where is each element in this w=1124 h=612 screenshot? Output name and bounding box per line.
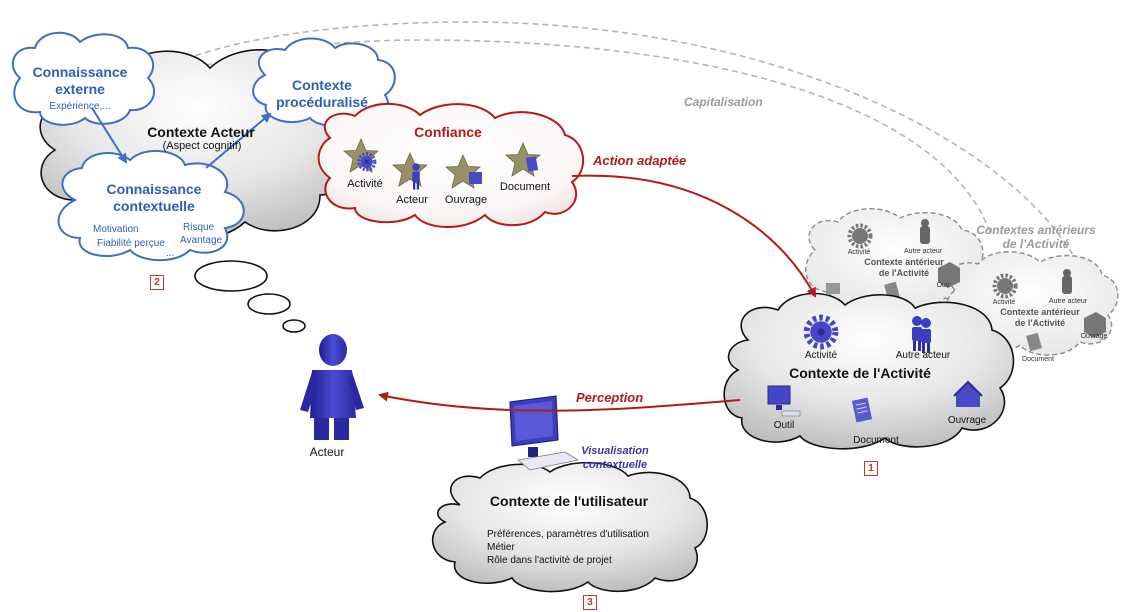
tool-computer-icon [767, 385, 801, 417]
previous-activity-gear-icon-2 [997, 278, 1013, 294]
previous-structure-icon [938, 262, 960, 288]
visualisation-label-line2: contextuelle [582, 459, 648, 471]
previous-item-document-2: Document [1022, 356, 1054, 363]
activity-context-item-document: Document [853, 435, 899, 446]
previous-other-actor-icon [920, 226, 930, 244]
actor-context-title: Contexte Acteur [147, 124, 255, 140]
trust-item-activity: Activité [347, 178, 383, 190]
visualisation-label: Visualisation contextuelle [581, 444, 648, 472]
activity-context-item-tool: Outil [773, 420, 795, 431]
activity-context-item-activity: Activité [804, 350, 838, 361]
contextual-title-line1: Connaissance [106, 181, 202, 197]
structure-cube-icon [469, 172, 482, 184]
trust-cloud [317, 102, 585, 228]
actor-label: Acteur [309, 445, 345, 459]
external-knowledge-title: Connaissance externe [33, 64, 128, 98]
previous-item-activity-2: Activité [992, 299, 1016, 306]
previous-contexts-line2: de l'Activité [1002, 237, 1070, 251]
actor-context-subtitle: (Aspect cognitif) [162, 140, 242, 152]
previous-tool-icon [826, 283, 840, 294]
thought-bubble-medium [247, 293, 291, 315]
contextual-item-ellipsis: ... [166, 248, 175, 259]
previous-document-icon-2 [1026, 332, 1042, 352]
previous-context-2-title-line2: de l'Activité [1014, 318, 1066, 328]
contextual-item-risk: Risque [183, 222, 215, 233]
contextual-to-proceduralized-arrow [205, 112, 272, 169]
trust-title: Confiance [414, 124, 482, 140]
capitalisation-arrow-2 [159, 21, 1091, 291]
previous-other-actor-icon-2 [1062, 276, 1072, 294]
user-context-item-job: Métier [487, 542, 515, 553]
previous-context-title-line1: Contexte antérieur [864, 257, 944, 267]
previous-contexts-label: Contextes antérieurs de l'Activité [976, 223, 1095, 251]
activity-context-item-structure: Ouvrage [947, 415, 987, 426]
external-knowledge-cloud [11, 31, 155, 126]
capitalisation-label: Capitalisation [684, 95, 763, 109]
number-tag-2: 2 [150, 275, 164, 290]
proceduralized-context-title: Contexte procéduralisé [276, 77, 368, 111]
actor-figure-icon [300, 334, 364, 440]
external-knowledge-title-line1: Connaissance [32, 64, 128, 80]
previous-structure-icon-2 [1084, 312, 1106, 338]
contextual-knowledge-title: Connaissance contextuelle [107, 181, 202, 215]
previous-item-other-actor: Autre acteur [903, 248, 943, 255]
contextual-item-advantage: Avantage [180, 235, 223, 246]
thought-bubble-small [282, 319, 306, 333]
proceduralized-title-line1: Contexte [292, 77, 352, 93]
action-adapted-arrow [571, 174, 816, 298]
thought-bubble-large [194, 260, 268, 292]
action-adapted-label: Action adaptée [593, 153, 687, 168]
activity-context-cloud [723, 292, 1015, 450]
proceduralized-title-line2: procéduralisé [276, 94, 368, 110]
user-context-cloud [431, 461, 708, 593]
trust-item-actor: Acteur [396, 194, 428, 206]
previous-context-title: Contexte antérieur de l'Activité [864, 257, 944, 279]
previous-item-structure-2: Ouvrage [1080, 333, 1108, 340]
number-tag-1: 1 [864, 461, 878, 476]
contextual-title-line2: contextuelle [113, 198, 195, 214]
activity-context-title: Contexte de l'Activité [789, 365, 931, 381]
previous-item-structure-short: Ouv [936, 282, 950, 289]
external-to-contextual-arrow [91, 107, 128, 164]
previous-context-title-2: Contexte antérieur de l'Activité [1000, 307, 1080, 329]
visualisation-label-line1: Visualisation [581, 445, 649, 457]
previous-contexts-line1: Contextes antérieurs [976, 223, 1096, 237]
perception-label: Perception [576, 390, 644, 405]
activity-context-item-other-actor: Autre acteur [895, 350, 951, 361]
number-tag-3: 3 [583, 595, 597, 610]
previous-context-title-line2: de l'Activité [878, 268, 930, 278]
trust-item-document: Document [499, 181, 551, 193]
contextual-item-motivation: Motivation [93, 224, 139, 235]
contextual-knowledge-cloud [57, 149, 245, 262]
visualisation-computer-icon [509, 395, 580, 471]
external-knowledge-detail: Expérience,... [49, 101, 111, 112]
trust-item-structure: Ouvrage [444, 194, 488, 206]
perception-arrow [378, 391, 741, 412]
external-knowledge-title-line2: externe [55, 81, 105, 97]
contextual-item-reliability: Fiabilité perçue [97, 238, 165, 249]
previous-context-2-title-line1: Contexte antérieur [1000, 307, 1080, 317]
user-context-item-preferences: Préférences, paramètres d'utilisation [487, 529, 649, 540]
user-context-title: Contexte de l'utilisateur [489, 493, 649, 509]
document-page-icon [525, 156, 539, 172]
previous-activity-gear-icon [852, 228, 868, 244]
user-context-item-role: Rôle dans l'activité de projet [487, 555, 612, 566]
previous-context-cloud-1 [805, 208, 984, 311]
previous-item-other-actor-2: Autre acteur [1048, 298, 1088, 305]
previous-item-activity: Activité [847, 249, 871, 256]
